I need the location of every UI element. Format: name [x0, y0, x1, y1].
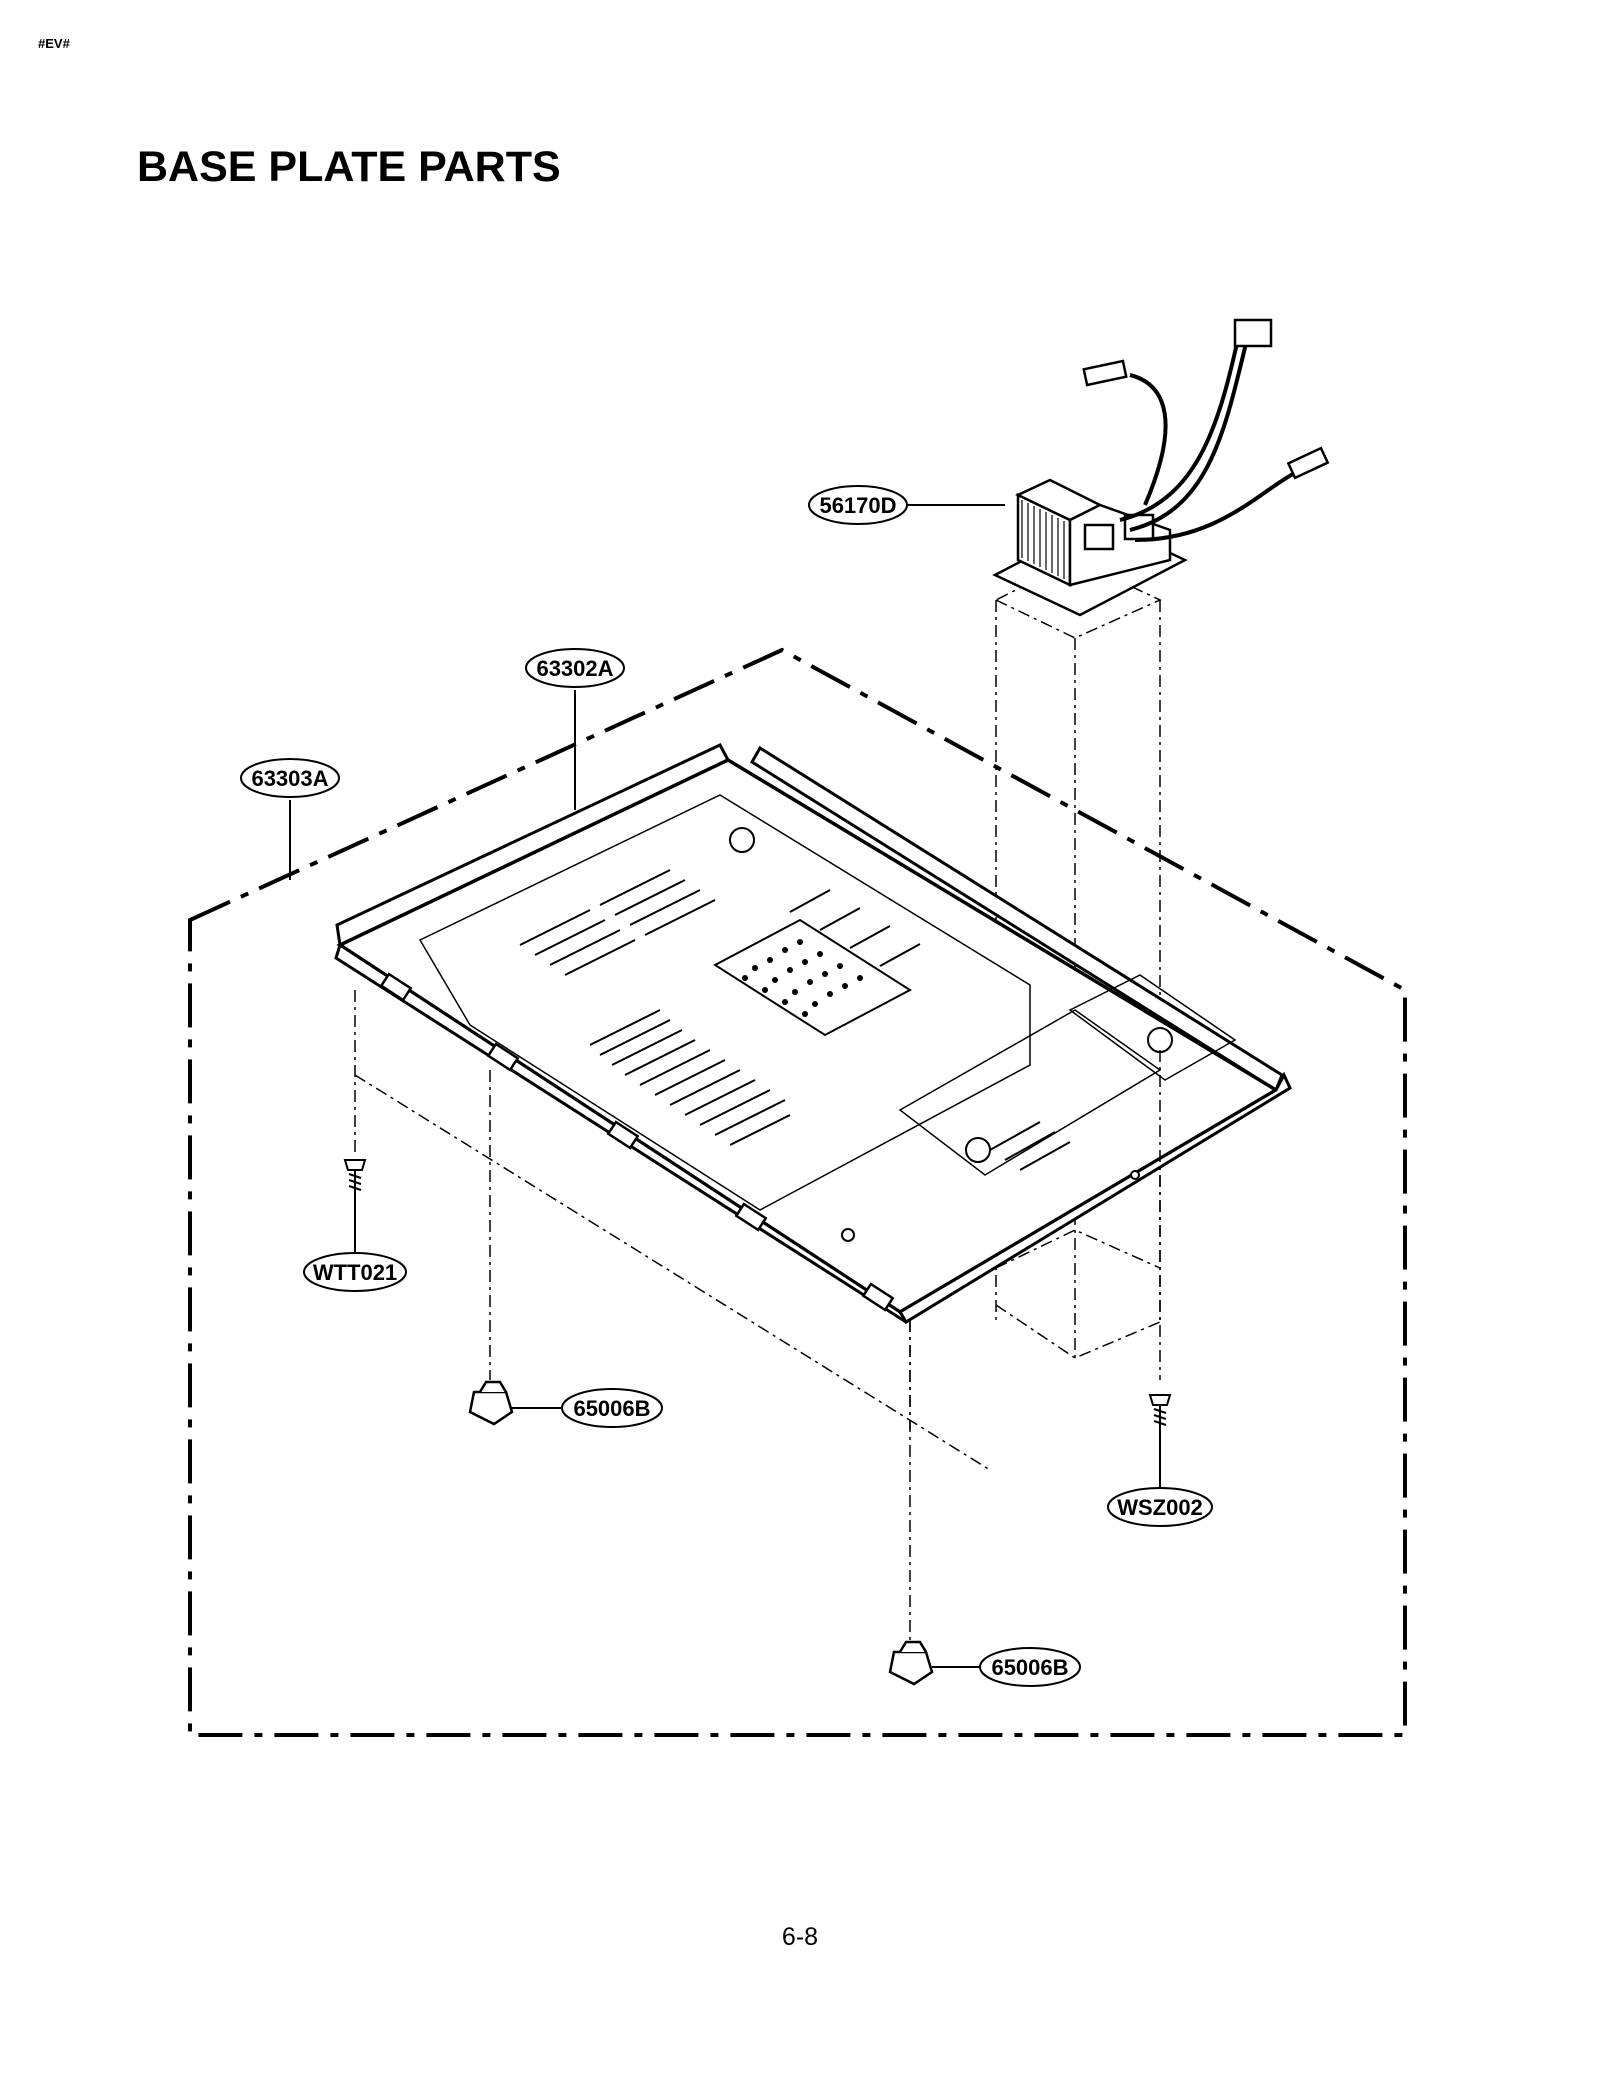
- svg-text:WTT021: WTT021: [313, 1260, 397, 1285]
- svg-text:56170D: 56170D: [819, 493, 896, 518]
- page-title: BASE PLATE PARTS: [137, 143, 561, 191]
- callout-63303A: 63303A: [240, 758, 340, 798]
- svg-text:63302A: 63302A: [536, 656, 613, 681]
- callout-WSZ002: WSZ002: [1107, 1487, 1213, 1527]
- svg-text:WSZ002: WSZ002: [1117, 1495, 1203, 1520]
- callout-65006B-left: 65006B: [561, 1388, 663, 1428]
- foot-front: [888, 1640, 934, 1686]
- foot-left: [468, 1380, 514, 1426]
- callout-WTT021: WTT021: [303, 1252, 407, 1292]
- page-number: 6-8: [781, 1923, 819, 1951]
- callout-leaders: [289, 504, 1161, 1668]
- callout-63302A: 63302A: [525, 648, 625, 688]
- svg-text:65006B: 65006B: [991, 1655, 1068, 1680]
- callout-56170D: 56170D: [808, 485, 908, 525]
- base-plate: [334, 743, 1292, 1325]
- svg-text:65006B: 65006B: [573, 1396, 650, 1421]
- callout-65006B-front: 65006B: [979, 1647, 1081, 1687]
- document-tag: #EV#: [38, 36, 70, 51]
- screw-left: [343, 1159, 367, 1191]
- screw-right: [1148, 1394, 1172, 1428]
- fastener-leader-lines: [354, 990, 1161, 1640]
- assembly-boundary: [188, 647, 1407, 1737]
- svg-text:63303A: 63303A: [251, 766, 328, 791]
- transformer: [992, 318, 1330, 617]
